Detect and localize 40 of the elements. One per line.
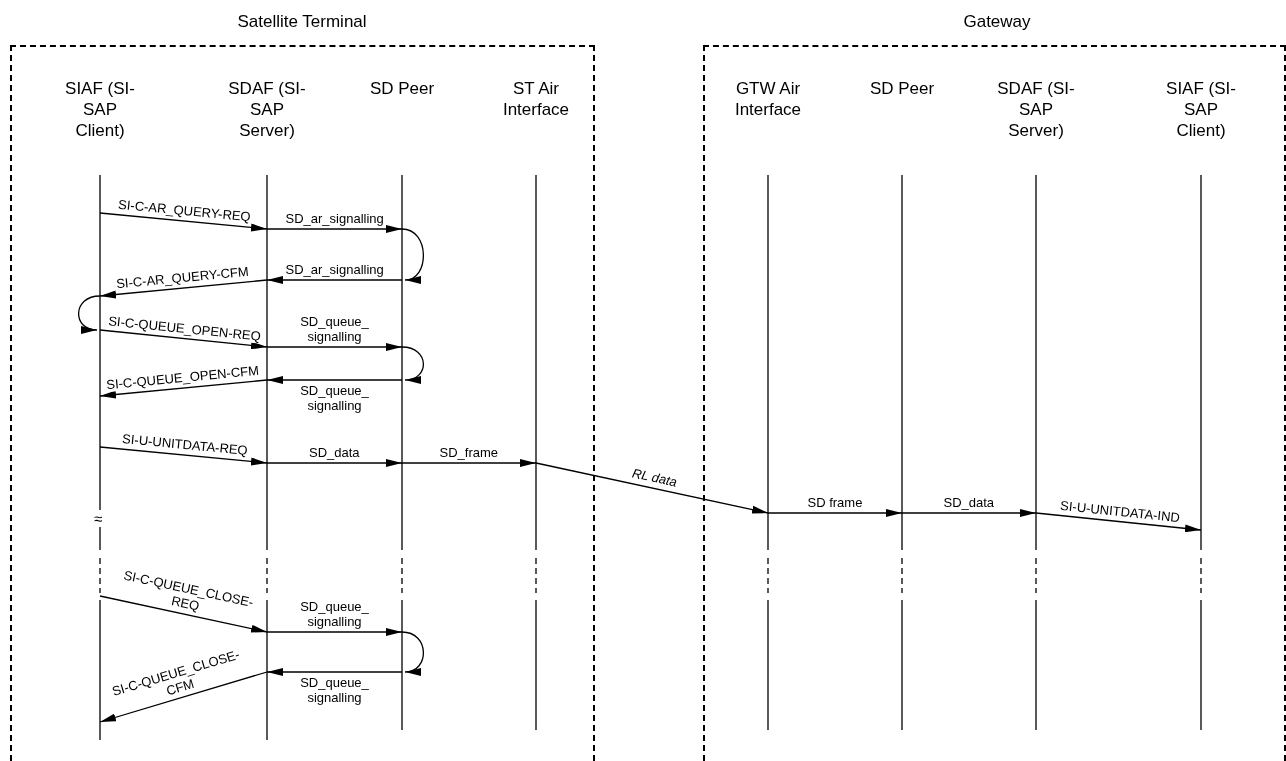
edge-label: SD_frame (438, 445, 500, 460)
message-arrow (401, 631, 425, 674)
message-arrow (1035, 512, 1202, 533)
message-arrow (266, 225, 403, 233)
group-title: Satellite Terminal (237, 12, 367, 32)
message-arrow (401, 459, 537, 467)
message-arrow (901, 509, 1037, 517)
message-arrow (266, 628, 403, 636)
message-arrow (266, 668, 403, 676)
message-arrow (99, 595, 268, 633)
message-arrow (266, 276, 403, 284)
group-title: Gateway (963, 12, 1031, 32)
edge-label: SD_ar_signalling (284, 262, 385, 277)
edge-label: SD_ar_signalling (284, 211, 385, 226)
participant-label: SD Peer (368, 78, 436, 99)
participant-label: GTW Air Interface (733, 78, 803, 120)
edge-label: SD frame (806, 495, 864, 510)
message-arrow (99, 671, 268, 723)
message-arrow (401, 228, 425, 282)
participant-label: SIAF (SI-SAP Client) (1165, 78, 1237, 141)
message-arrow (99, 446, 268, 466)
participant-label: SD Peer (868, 78, 936, 99)
message-arrow (266, 376, 403, 384)
message-arrow (266, 459, 403, 467)
message-arrow (99, 379, 268, 399)
message-arrow (535, 462, 769, 514)
edge-label: SD_data (942, 495, 996, 510)
participant-label: SDAF (SI-SAP Server) (227, 78, 307, 141)
participant-label: SDAF (SI-SAP Server) (996, 78, 1076, 141)
message-arrow (266, 343, 403, 351)
participant-label: ST Air Interface (501, 78, 571, 120)
message-arrow (401, 346, 425, 383)
message-arrow (767, 509, 903, 517)
message-arrow (99, 329, 268, 350)
edge-label: SD_data (308, 445, 361, 460)
break-mark: ≈ (94, 510, 103, 527)
participant-label: SIAF (SI-SAP Client) (64, 78, 136, 141)
message-arrow (77, 295, 101, 333)
message-arrow (99, 279, 268, 299)
message-arrow (99, 212, 268, 232)
